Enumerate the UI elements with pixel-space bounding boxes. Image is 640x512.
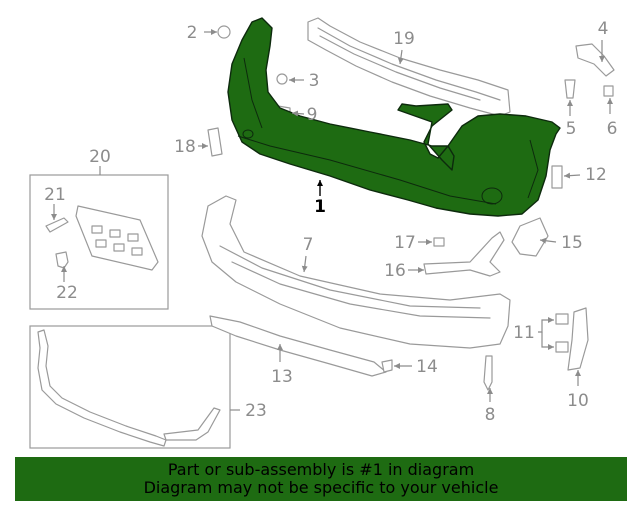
leader-15: [539, 237, 557, 244]
callout-14: 14: [416, 357, 438, 377]
lower-bumper-cover-part-7: [201, 195, 511, 349]
callout-17: 17: [394, 233, 416, 253]
bracket-part-15: [511, 217, 549, 257]
bolt-part-12: [551, 165, 563, 189]
bracket-part-4: [575, 43, 615, 77]
callout-20: 20: [89, 147, 111, 167]
bumper-cover-part-1: [227, 17, 561, 217]
info-banner: Part or sub-assembly is #1 in diagram Di…: [15, 457, 627, 501]
callout-labels: 1 2 3 4 5 6 7 8 9 10 11 12 13 14 15 16 1…: [44, 19, 617, 425]
callout-16: 16: [384, 261, 406, 281]
leader-19: [397, 49, 404, 65]
license-bracket-box-20: [29, 174, 169, 310]
callout-12: 12: [585, 165, 607, 185]
callout-11: 11: [513, 323, 535, 343]
fog-lamp-bezel-part-16: [423, 231, 505, 277]
lower-trim-box-23: [29, 325, 231, 449]
leader-12: [563, 172, 581, 179]
clips-part-11: [555, 313, 569, 353]
clip-part-17: [433, 237, 445, 247]
clip-part-14: [381, 359, 393, 373]
callout-3: 3: [309, 71, 320, 91]
callout-13: 13: [271, 367, 293, 387]
callout-2: 2: [187, 23, 198, 43]
callout-19: 19: [393, 29, 415, 49]
callout-15: 15: [561, 233, 583, 253]
screw-part-5: [564, 79, 576, 99]
clip-part-3: [276, 73, 288, 85]
side-bracket-part-10: [567, 307, 589, 371]
leader-7: [301, 255, 308, 273]
fastener-part-2: [217, 25, 231, 39]
leader-9: [291, 110, 305, 117]
callout-22: 22: [56, 283, 78, 303]
callout-10: 10: [567, 391, 589, 411]
leader-lines: [51, 29, 613, 411]
callout-4: 4: [598, 19, 609, 39]
callout-23: 23: [245, 401, 267, 421]
leader-11a: [538, 317, 554, 333]
banner-line-part-number: Part or sub-assembly is #1 in diagram: [167, 460, 475, 479]
callout-21: 21: [44, 185, 66, 205]
energy-absorber-part-19: [307, 17, 511, 117]
bracket-part-18: [207, 127, 223, 157]
callout-5: 5: [566, 119, 577, 139]
air-deflector-part-13: [209, 315, 387, 377]
callout-7: 7: [303, 235, 314, 255]
pin-part-8: [483, 355, 493, 391]
callout-9: 9: [307, 105, 318, 125]
nut-part-6: [603, 85, 614, 97]
callout-1: 1: [314, 197, 326, 217]
leader-11b: [541, 332, 554, 350]
callout-8: 8: [485, 405, 496, 425]
callout-18: 18: [174, 137, 196, 157]
callout-6: 6: [607, 119, 618, 139]
banner-line-disclaimer: Diagram may not be specific to your vehi…: [143, 478, 499, 497]
